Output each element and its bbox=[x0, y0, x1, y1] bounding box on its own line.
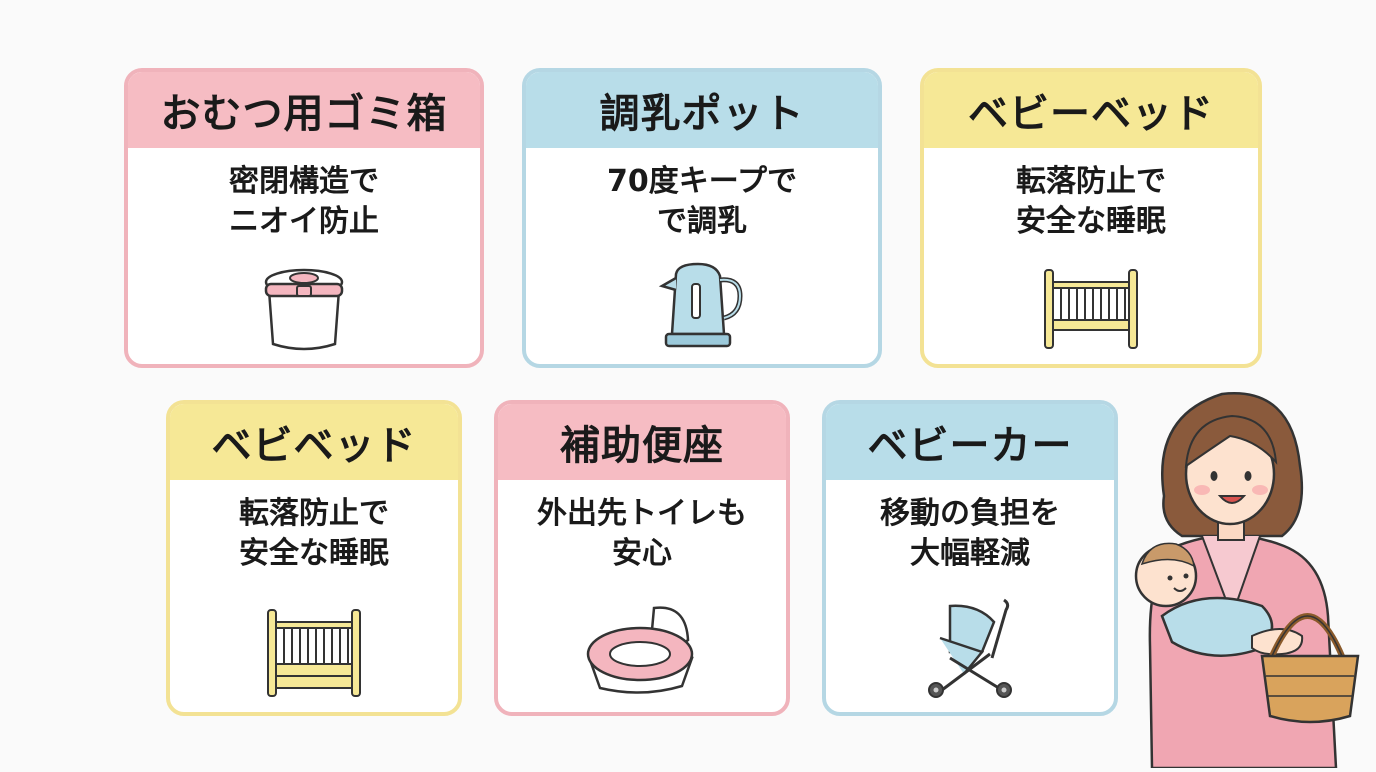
card-description: 外出先トイレも 安心 bbox=[498, 494, 786, 574]
potty-seat-icon bbox=[498, 600, 786, 700]
card-title: おむつ用ゴミ箱 bbox=[128, 72, 480, 148]
card-description-line: で調乳 bbox=[657, 204, 747, 239]
card-description-line: 安全な睡眠 bbox=[1016, 204, 1166, 239]
card-description-line: 密閉構造で bbox=[229, 164, 379, 199]
card-description: 転落防止で 安全な睡眠 bbox=[924, 162, 1258, 242]
card-description: 70度キープで で調乳 bbox=[526, 162, 878, 242]
card-baby-bed: ベビーベッド 転落防止で 安全な睡眠 bbox=[920, 68, 1262, 368]
baby-crib-icon bbox=[170, 604, 458, 700]
card-title: ベビベッド bbox=[170, 404, 458, 480]
mother-holding-baby-illustration bbox=[1132, 386, 1368, 770]
card-description-line: 転落防止で bbox=[239, 496, 389, 531]
card-baby-bed: ベビベッド 転落防止で 安全な睡眠 bbox=[166, 400, 462, 716]
card-description-line: 転落防止で bbox=[1016, 164, 1166, 199]
card-description-line: 70度キープで bbox=[607, 164, 797, 199]
card-formula-kettle: 調乳ポット 70度キープで で調乳 bbox=[522, 68, 882, 368]
card-title: 補助便座 bbox=[498, 404, 786, 480]
electric-kettle-icon bbox=[526, 256, 878, 352]
card-description-line: 外出先トイレも bbox=[537, 496, 747, 531]
card-stroller: ベビーカー 移動の負担を 大幅軽減 bbox=[822, 400, 1118, 716]
card-diaper-bin: おむつ用ゴミ箱 密閉構造で ニオイ防止 bbox=[124, 68, 484, 368]
diaper-bin-icon bbox=[128, 260, 480, 352]
card-description: 移動の負担を 大幅軽減 bbox=[826, 494, 1114, 574]
card-description-line: 安心 bbox=[612, 536, 672, 571]
card-description-line: 安全な睡眠 bbox=[239, 536, 389, 571]
card-description: 転落防止で 安全な睡眠 bbox=[170, 494, 458, 574]
card-title: ベビーベッド bbox=[924, 72, 1258, 148]
card-title: 調乳ポット bbox=[526, 72, 878, 148]
card-description-line: 移動の負担を bbox=[880, 496, 1060, 531]
baby-crib-icon bbox=[924, 264, 1258, 352]
card-title: ベビーカー bbox=[826, 404, 1114, 480]
card-description-line: ニオイ防止 bbox=[229, 204, 379, 239]
card-potty-seat: 補助便座 外出先トイレも 安心 bbox=[494, 400, 790, 716]
stroller-icon bbox=[826, 594, 1114, 700]
card-description: 密閉構造で ニオイ防止 bbox=[128, 162, 480, 242]
card-description-line: 大幅軽減 bbox=[910, 536, 1030, 571]
